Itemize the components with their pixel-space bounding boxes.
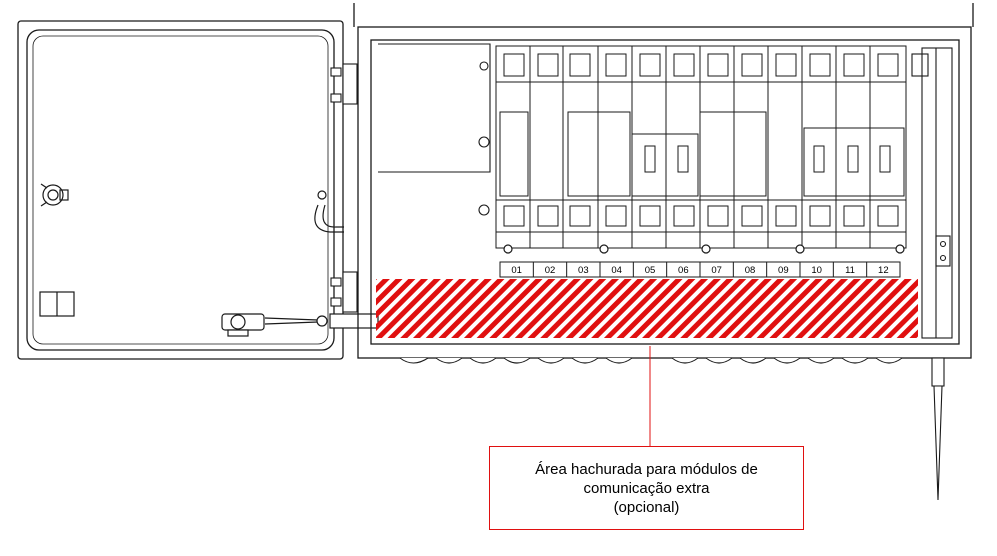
door-lock-icon (40, 183, 69, 207)
mounting-plate (378, 43, 491, 216)
bottom-glands (399, 357, 903, 364)
slot-label-02: 02 (545, 265, 556, 276)
slot-label-09: 09 (778, 265, 789, 276)
callout-line-2: comunicação extra (583, 479, 710, 497)
slot-label-07: 07 (711, 265, 722, 276)
callout-box: Área hachurada para módulos de comunicaç… (489, 446, 804, 530)
slot-label-01: 01 (511, 265, 522, 276)
rail-screws (503, 244, 905, 254)
slot-label-03: 03 (578, 265, 589, 276)
callout-line-1: Área hachurada para módulos de (535, 460, 758, 478)
slot-label-12: 12 (878, 265, 889, 276)
door-hinges (330, 63, 358, 313)
door-label-plate (39, 291, 75, 317)
enclosure-door (17, 20, 344, 360)
door-stay-rod (221, 313, 379, 337)
ground-cable (314, 190, 344, 233)
slot-label-04: 04 (611, 265, 622, 276)
enclosure-body (353, 3, 974, 359)
slot-label-11: 11 (845, 265, 855, 276)
slot-label-06: 06 (678, 265, 689, 276)
slot-label-08: 08 (745, 265, 756, 276)
slot-label-10: 10 (811, 265, 822, 276)
slot-number-strip: 01 02 03 04 05 06 07 08 09 10 11 12 (499, 261, 901, 278)
slot-label-05: 05 (645, 265, 656, 276)
callout-line-3: (opcional) (613, 498, 680, 516)
module-rack (495, 45, 907, 249)
hatched-area (376, 279, 918, 338)
side-cable-duct (911, 47, 953, 339)
antenna-icon (931, 357, 945, 501)
